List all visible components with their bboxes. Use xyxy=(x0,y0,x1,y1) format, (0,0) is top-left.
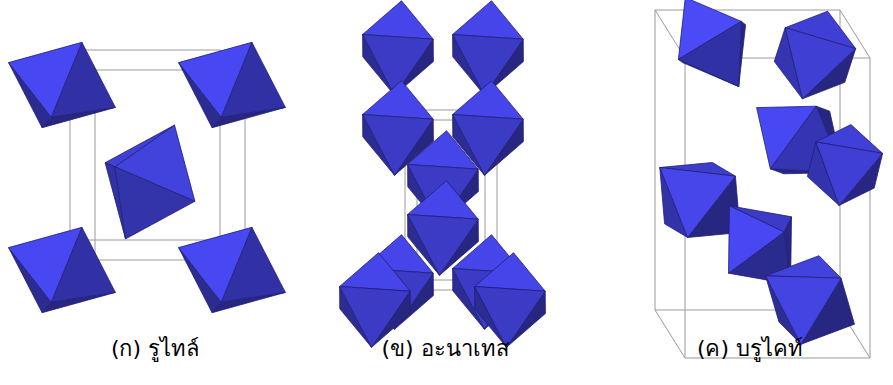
octahedron-face xyxy=(363,81,434,120)
octahedron xyxy=(774,11,855,99)
octahedron-face xyxy=(363,1,434,40)
octahedron-face xyxy=(678,21,741,86)
octahedron xyxy=(9,227,116,312)
octahedron-face xyxy=(453,81,524,120)
octahedron-face xyxy=(816,142,883,206)
octahedron xyxy=(179,227,286,312)
octahedron-face xyxy=(475,253,546,292)
unit-cell-line xyxy=(655,310,685,358)
octahedron xyxy=(453,1,524,96)
octahedron-face xyxy=(408,181,479,220)
octahedron-face xyxy=(766,256,842,279)
octahedron xyxy=(807,125,882,206)
octahedron xyxy=(475,253,546,348)
unit-cell-line xyxy=(685,58,870,358)
octahedron-face xyxy=(179,227,252,302)
octahedron-face xyxy=(115,167,195,239)
octahedron xyxy=(9,42,116,127)
octahedron-face xyxy=(660,168,736,238)
octahedron xyxy=(766,256,855,345)
octahedron-face xyxy=(785,28,856,99)
octahedron xyxy=(179,42,286,127)
octahedron-face xyxy=(9,42,82,117)
octahedron-face xyxy=(766,276,842,345)
octahedron xyxy=(340,253,411,348)
octahedron xyxy=(363,1,434,96)
structure-caption: (ข) อะนาเทส xyxy=(381,335,508,364)
octahedron-face xyxy=(179,42,252,117)
structure-caption: (ค) บรูไคท์ xyxy=(697,335,803,364)
octahedron-face xyxy=(340,253,411,292)
octahedron xyxy=(408,131,479,226)
octahedron-face xyxy=(9,227,82,302)
octahedron-face xyxy=(408,131,479,170)
octahedron xyxy=(660,163,740,238)
structure-caption: (ก) รูไทล์ xyxy=(111,335,199,364)
octahedron xyxy=(678,0,745,87)
octahedron-face xyxy=(729,206,785,273)
octahedron-face xyxy=(453,1,524,40)
octahedron xyxy=(105,125,195,239)
